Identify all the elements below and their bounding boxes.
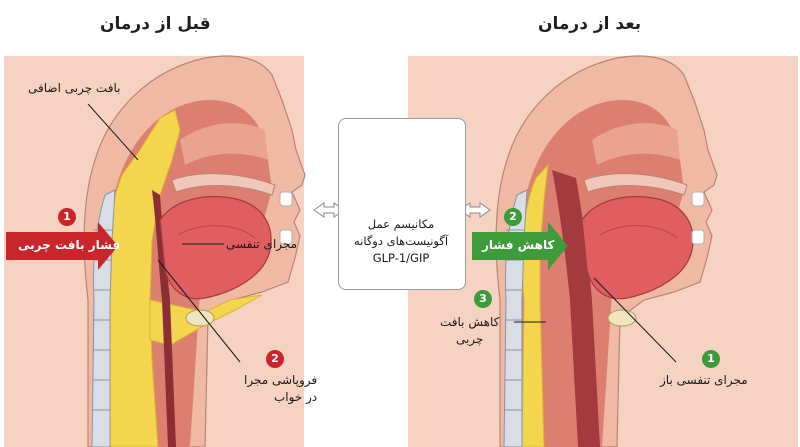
open-airway-label: مجرای تنفسی باز (660, 373, 748, 387)
collapse-badge: 2 (266, 350, 284, 368)
reduced-fat-label: کاهش بافت چربی (440, 314, 499, 348)
right-title: بعد از درمان (538, 14, 642, 34)
reduced-fat-line-1: کاهش بافت (440, 315, 500, 329)
mechanism-text: مکانیسم عمل آگونیست‌های دوگانه GLP-1/GIP (338, 216, 464, 267)
pressure-arrow-red (6, 222, 118, 270)
left-title: قبل از درمان (100, 14, 211, 34)
pressure-label-right: کاهش فشار (482, 238, 555, 252)
airway-label-left: مجرای تنفسی (226, 237, 298, 251)
pressure-badge-right: 2 (504, 208, 522, 226)
left-head-anatomy (83, 55, 306, 447)
extra-fat-label: بافت چربی اضافی (28, 81, 121, 95)
reduced-fat-badge: 3 (474, 290, 492, 308)
mechanism-line-2: آگونیست‌های دوگانه (353, 234, 449, 248)
right-double-arrow (459, 202, 491, 218)
reduced-fat-line-2: چربی (455, 332, 484, 346)
leader-extra-fat (87, 103, 139, 161)
pressure-badge-left: 1 (58, 208, 76, 226)
leader-open-airway (593, 277, 677, 363)
pressure-label-left: فشار بافت چربی (18, 238, 121, 252)
collapse-line-1: فروپاشی مجرا (244, 373, 318, 387)
mechanism-line-3: GLP-1/GIP (372, 251, 430, 265)
collapse-line-2: در خواب (273, 390, 318, 404)
pressure-arrow-green (472, 222, 568, 270)
mechanism-box (338, 118, 466, 290)
mechanism-line-1: مکانیسم عمل (367, 217, 435, 231)
leader-collapse (157, 259, 241, 363)
open-airway-badge: 1 (702, 350, 720, 368)
collapse-label: فروپاشی مجرا در خواب (244, 372, 317, 406)
